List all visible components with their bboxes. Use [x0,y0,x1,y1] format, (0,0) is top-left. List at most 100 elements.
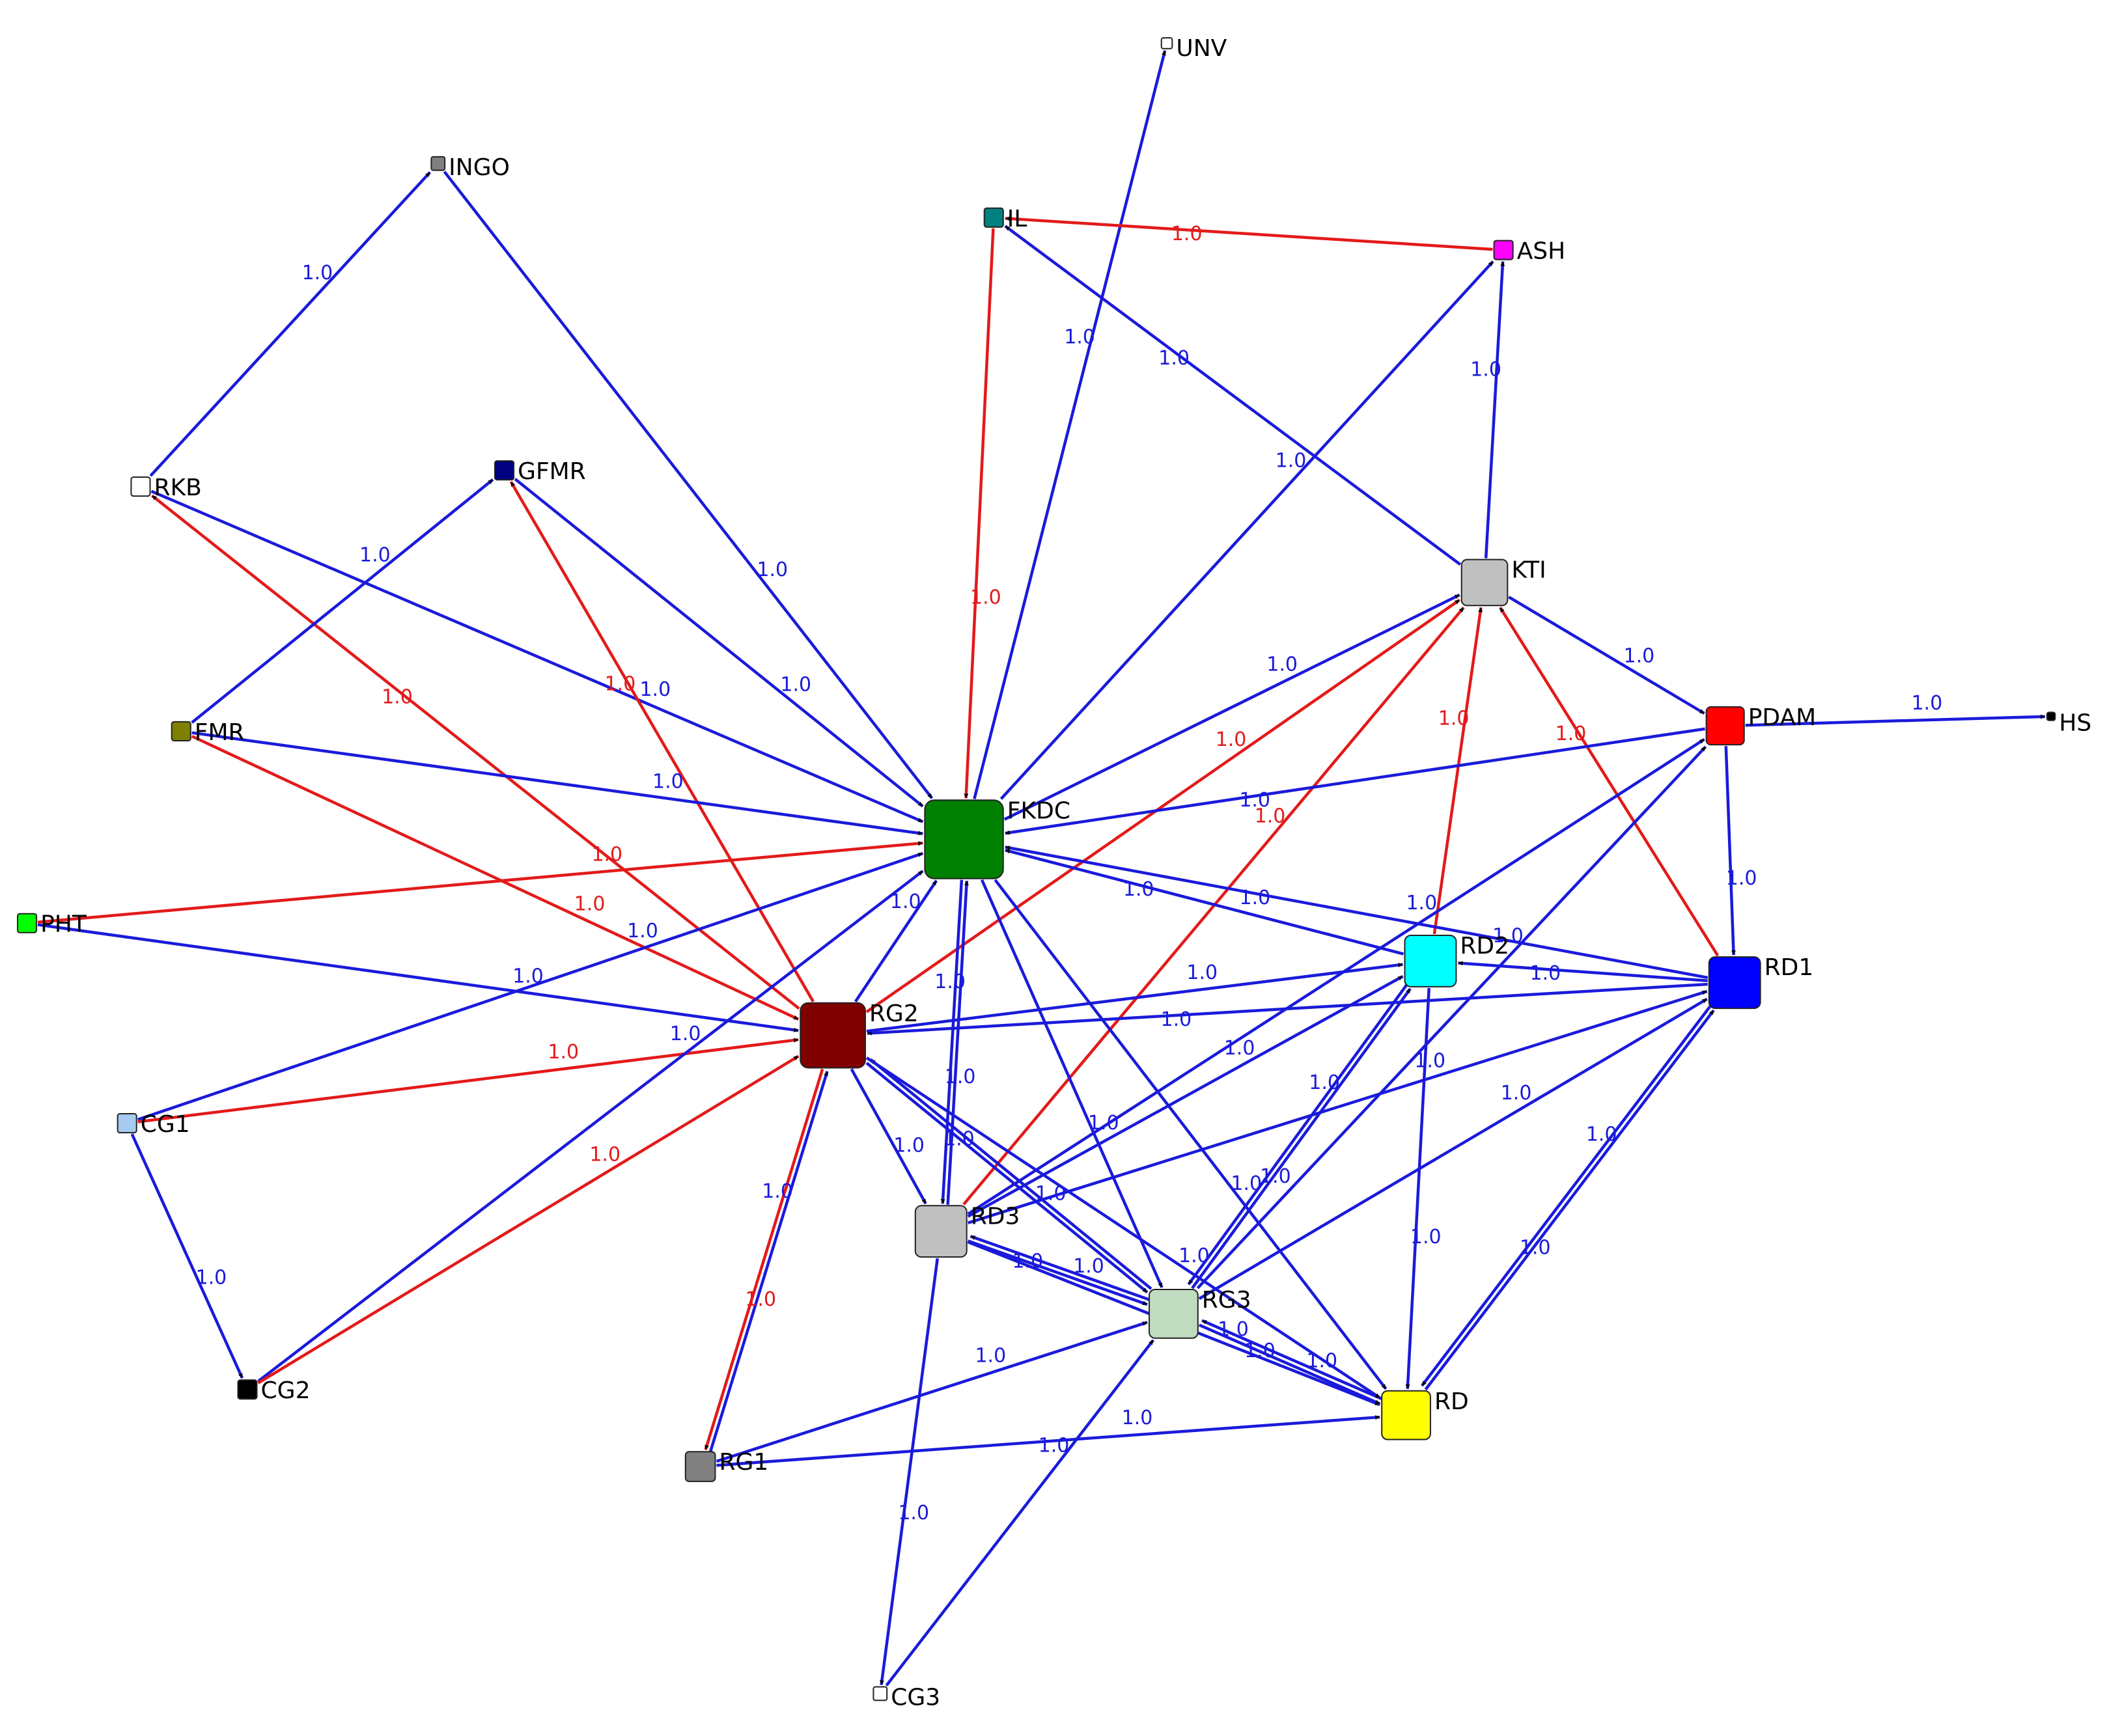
edge-fmr-to-gfmr [191,478,494,724]
node-rg2[interactable]: RG2 [800,1000,919,1069]
edge-rg3-to-rg2 [869,1058,1152,1290]
node-pht[interactable]: PHT [16,911,87,938]
node-rd2[interactable]: RD2 [1404,933,1510,987]
edge-rg2-to-rkb [151,494,800,1010]
node-rd3[interactable]: RD3 [914,1203,1020,1258]
node-label-rg3: RG3 [1202,1287,1251,1314]
edge-weight-label: 1.0 [1186,961,1218,984]
edge-fkdc-to-kti [1003,593,1460,821]
edge-rd3-to-rd1 [968,989,1708,1224]
edge-rd1-to-fkdc [1005,846,1709,980]
edge-weight-label: 1.0 [1912,692,1943,715]
edge-weight-label: 1.0 [1224,1037,1255,1060]
edge-cg1-to-cg2 [130,1133,244,1379]
node-square-gfmr[interactable] [494,460,515,481]
node-fkdc[interactable]: FKDC [924,797,1070,879]
node-square-rkb[interactable] [130,476,151,497]
node-square-rg2[interactable] [800,1002,866,1069]
node-ash[interactable]: ASH [1493,238,1566,265]
edge-weight-label: 1.0 [574,893,606,916]
edge-rd2-to-fkdc [1005,848,1404,956]
node-label-ash: ASH [1517,238,1566,265]
edge-labels-layer: 1.01.01.01.01.01.01.01.01.01.01.01.01.01… [195,223,1942,1524]
node-rkb[interactable]: RKB [130,475,202,501]
node-kti[interactable]: KTI [1460,557,1546,607]
node-label-rg1: RG1 [719,1449,768,1476]
edge-rg2-to-rd3 [850,1068,927,1205]
node-label-rd: RD [1434,1388,1469,1415]
edge-rd2-to-rd [1405,987,1430,1389]
node-square-fmr[interactable] [171,721,191,741]
node-unv[interactable]: UNV [1160,35,1227,62]
edge-weight-label: 1.0 [893,1135,925,1157]
edge-weight-label: 1.0 [1406,892,1437,915]
nodes-layer: UNV INGO IL ASH RKB GFMR KTI FMR FKDC PDAM HS PHT RD… [16,35,2091,1711]
edge-weight-label: 1.0 [302,262,333,284]
node-square-il[interactable] [983,207,1004,228]
edge-weight-label: 1.0 [1260,1165,1291,1188]
edge-fkdc-to-rg3 [980,879,1164,1288]
edge-weight-label: 1.0 [890,890,921,913]
edge-rd1-to-rd2 [1458,961,1708,982]
node-label-rd1: RD1 [1764,954,1814,981]
edge-ingo-to-fkdc [443,171,934,799]
node-square-cg3[interactable] [872,1686,888,1702]
node-pdam[interactable]: PDAM [1705,704,1817,746]
edge-rg1-to-rg2 [708,1071,829,1453]
edge-weight-label: 1.0 [1035,1182,1067,1205]
edge-rg1-to-rd [716,1415,1380,1467]
node-square-rg3[interactable] [1149,1289,1199,1339]
node-square-ingo[interactable] [430,156,446,171]
edge-pdam-to-rd1 [1724,746,1736,956]
edge-ash-to-il [1005,216,1493,251]
node-square-rd2[interactable] [1404,934,1457,987]
edge-weight-label: 1.0 [1470,358,1501,381]
node-ingo[interactable]: INGO [430,154,510,181]
edge-pht-to-rg2 [37,923,799,1032]
edge-weight-label: 1.0 [512,965,544,987]
node-rg1[interactable]: RG1 [684,1449,769,1482]
node-square-pdam[interactable] [1705,706,1745,746]
edge-kti-to-ash [1484,261,1505,558]
node-square-cg2[interactable] [237,1379,258,1400]
node-rd1[interactable]: RD1 [1708,954,1814,1010]
edge-weight-label: 1.0 [1501,1082,1532,1105]
node-fmr[interactable]: FMR [171,719,245,746]
node-square-ash[interactable] [1493,240,1514,260]
node-square-pht[interactable] [16,913,38,933]
edges-layer [37,50,2045,1687]
node-cg2[interactable]: CG2 [237,1377,310,1404]
edge-rd1-to-kti [1499,607,1720,957]
node-square-rd1[interactable] [1708,956,1761,1010]
node-label-kti: KTI [1511,557,1546,584]
edge-weight-label: 1.0 [1216,728,1247,751]
node-cg1[interactable]: CG1 [117,1111,190,1138]
edge-weight-label: 1.0 [1218,1318,1249,1341]
node-square-kti[interactable] [1460,558,1509,607]
node-cg3[interactable]: CG3 [872,1685,940,1711]
node-hs[interactable]: HS [2046,710,2091,736]
node-square-rd3[interactable] [914,1205,968,1258]
edge-weight-label: 1.0 [934,971,966,993]
node-square-hs[interactable] [2046,711,2056,721]
edge-rd3-to-fkdc [946,881,969,1205]
edge-weight-label: 1.0 [1231,1172,1262,1195]
edge-rg3-to-rd [1198,1323,1381,1405]
node-square-fkdc[interactable] [924,799,1004,879]
node-square-rg1[interactable] [684,1451,716,1482]
edge-rkb-to-ingo [149,171,432,477]
node-gfmr[interactable]: GFMR [494,458,586,485]
edge-rg3-to-rd1 [1198,997,1708,1301]
node-rd[interactable]: RD [1381,1388,1469,1440]
edge-weight-label: 1.0 [1073,1255,1104,1278]
node-il[interactable]: IL [983,206,1027,232]
node-square-cg1[interactable] [117,1113,137,1134]
node-square-unv[interactable] [1160,37,1173,49]
node-label-rkb: RKB [154,475,201,501]
edge-kti-to-il [1004,225,1462,566]
edge-rd1-to-rg2 [867,982,1708,1036]
node-rg3[interactable]: RG3 [1149,1287,1251,1339]
edge-weight-label: 1.0 [1586,1123,1617,1146]
node-square-rd[interactable] [1381,1390,1431,1440]
